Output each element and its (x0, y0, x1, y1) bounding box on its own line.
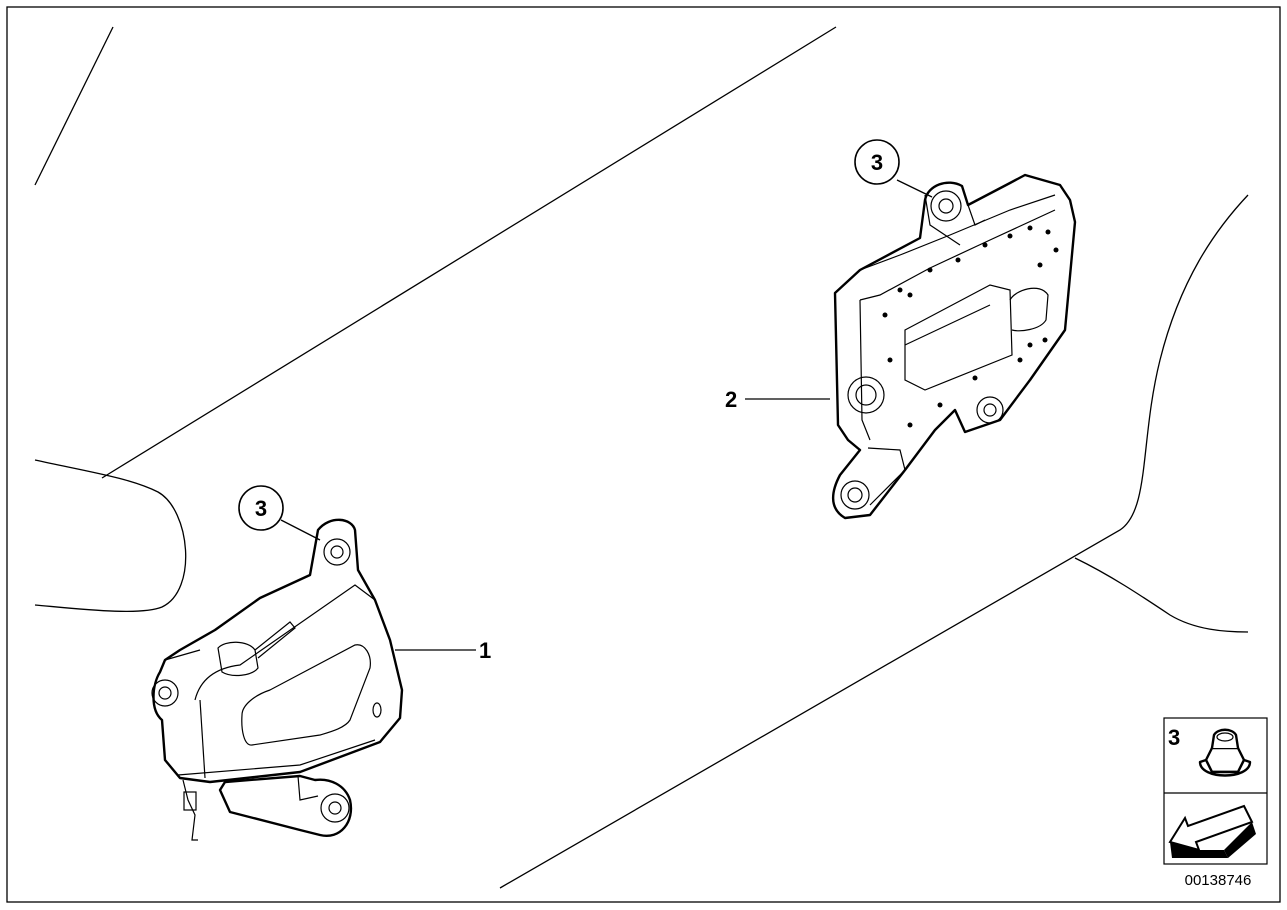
document-number: 00138746 (1185, 872, 1252, 889)
diagram-frame (6, 6, 1281, 903)
callout-3-lower: 3 (238, 485, 321, 541)
part-2-module (831, 173, 1077, 520)
callout-1-text: 1 (479, 638, 491, 663)
legend-item-number: 3 (1168, 725, 1180, 750)
callout-2: 2 (725, 387, 830, 412)
callout-3-upper: 3 (854, 139, 933, 198)
callout-1: 1 (395, 638, 491, 663)
parts-legend: 3 (1163, 717, 1268, 865)
callout-3-upper-text: 3 (871, 150, 883, 175)
part-1-sensor (151, 518, 404, 841)
vehicle-outline (34, 26, 1249, 889)
arrow-left-down-icon (1168, 804, 1256, 858)
callout-3-lower-text: 3 (255, 496, 267, 521)
hex-nut-icon (1198, 728, 1252, 777)
callout-2-text: 2 (725, 387, 737, 412)
